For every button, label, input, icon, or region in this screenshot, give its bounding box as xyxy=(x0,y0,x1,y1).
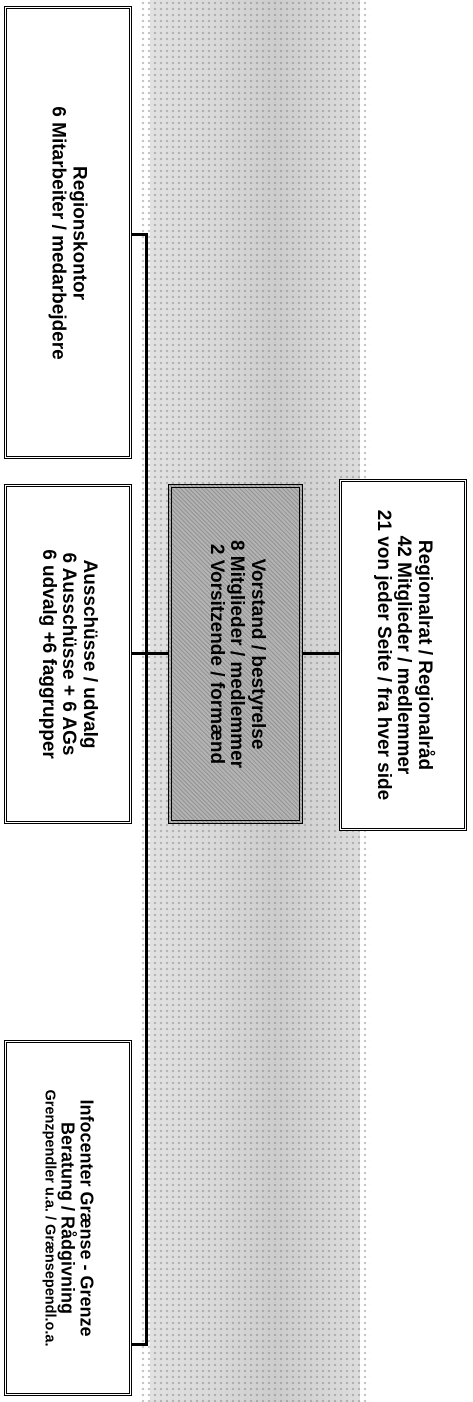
vorstand-box: Vorstand / bestyrelse 8 Mitglieder / med… xyxy=(168,484,303,824)
connector-vorstand-trunk xyxy=(145,652,170,655)
regionskontor-staff: 6 Mitarbeiter / medarbejdere xyxy=(48,105,69,360)
vorstand-title: Vorstand / bestyrelse xyxy=(246,558,268,750)
infocenter-title: Infocenter Grænse - Grenze xyxy=(76,1099,97,1337)
ausschusse-count-de: 6 Ausschüsse + 6 AGs xyxy=(58,552,80,756)
regionalrat-box: Regionalrat / Regionalråd 42 Mitglieder … xyxy=(339,479,467,831)
regionskontor-text: Regionskontor 6 Mitarbeiter / medarbejde… xyxy=(47,105,90,360)
regionalrat-text: Regionalrat / Regionalråd 42 Mitglieder … xyxy=(372,509,435,801)
regionalrat-per-side: 21 von jeder Seite / fra hver side xyxy=(372,509,394,801)
infocenter-service: Beratung / Rådgivning xyxy=(56,1121,77,1314)
vorstand-members: 8 Mitglieder / medlemmer xyxy=(225,539,247,769)
connector-regionalrat-vorstand xyxy=(301,652,339,655)
ausschusse-title: Ausschüsse / udvalg xyxy=(78,559,100,749)
ausschusse-text: Ausschüsse / udvalg 6 Ausschüsse + 6 AGs… xyxy=(37,549,100,759)
regionskontor-title: Regionskontor xyxy=(68,165,90,300)
vorstand-chairs: 2 Vorsitzende / formænd xyxy=(205,543,227,765)
vorstand-text: Vorstand / bestyrelse 8 Mitglieder / med… xyxy=(205,540,267,768)
connector-to-infocenter xyxy=(130,1343,148,1346)
regionalrat-title: Regionalrat / Regionalråd xyxy=(413,539,435,771)
infocenter-text: Infocenter Grænse - Grenze Beratung / Rå… xyxy=(41,1089,96,1346)
regionalrat-members: 42 Mitglieder / medlemmer xyxy=(393,535,415,775)
ausschusse-count-da: 6 udvalg +6 faggrupper xyxy=(37,549,59,759)
connector-to-ausschusse xyxy=(130,652,148,655)
infocenter-audience: Grenzpendler u.a. / Grænsependl.o.a. xyxy=(41,1089,58,1347)
regionskontor-box: Regionskontor 6 Mitarbeiter / medarbejde… xyxy=(4,6,132,459)
connector-trunk xyxy=(145,233,148,1346)
ausschusse-box: Ausschüsse / udvalg 6 Ausschüsse + 6 AGs… xyxy=(4,484,132,824)
connector-to-regionskontor xyxy=(130,233,148,236)
infocenter-box: Infocenter Grænse - Grenze Beratung / Rå… xyxy=(4,1040,132,1396)
